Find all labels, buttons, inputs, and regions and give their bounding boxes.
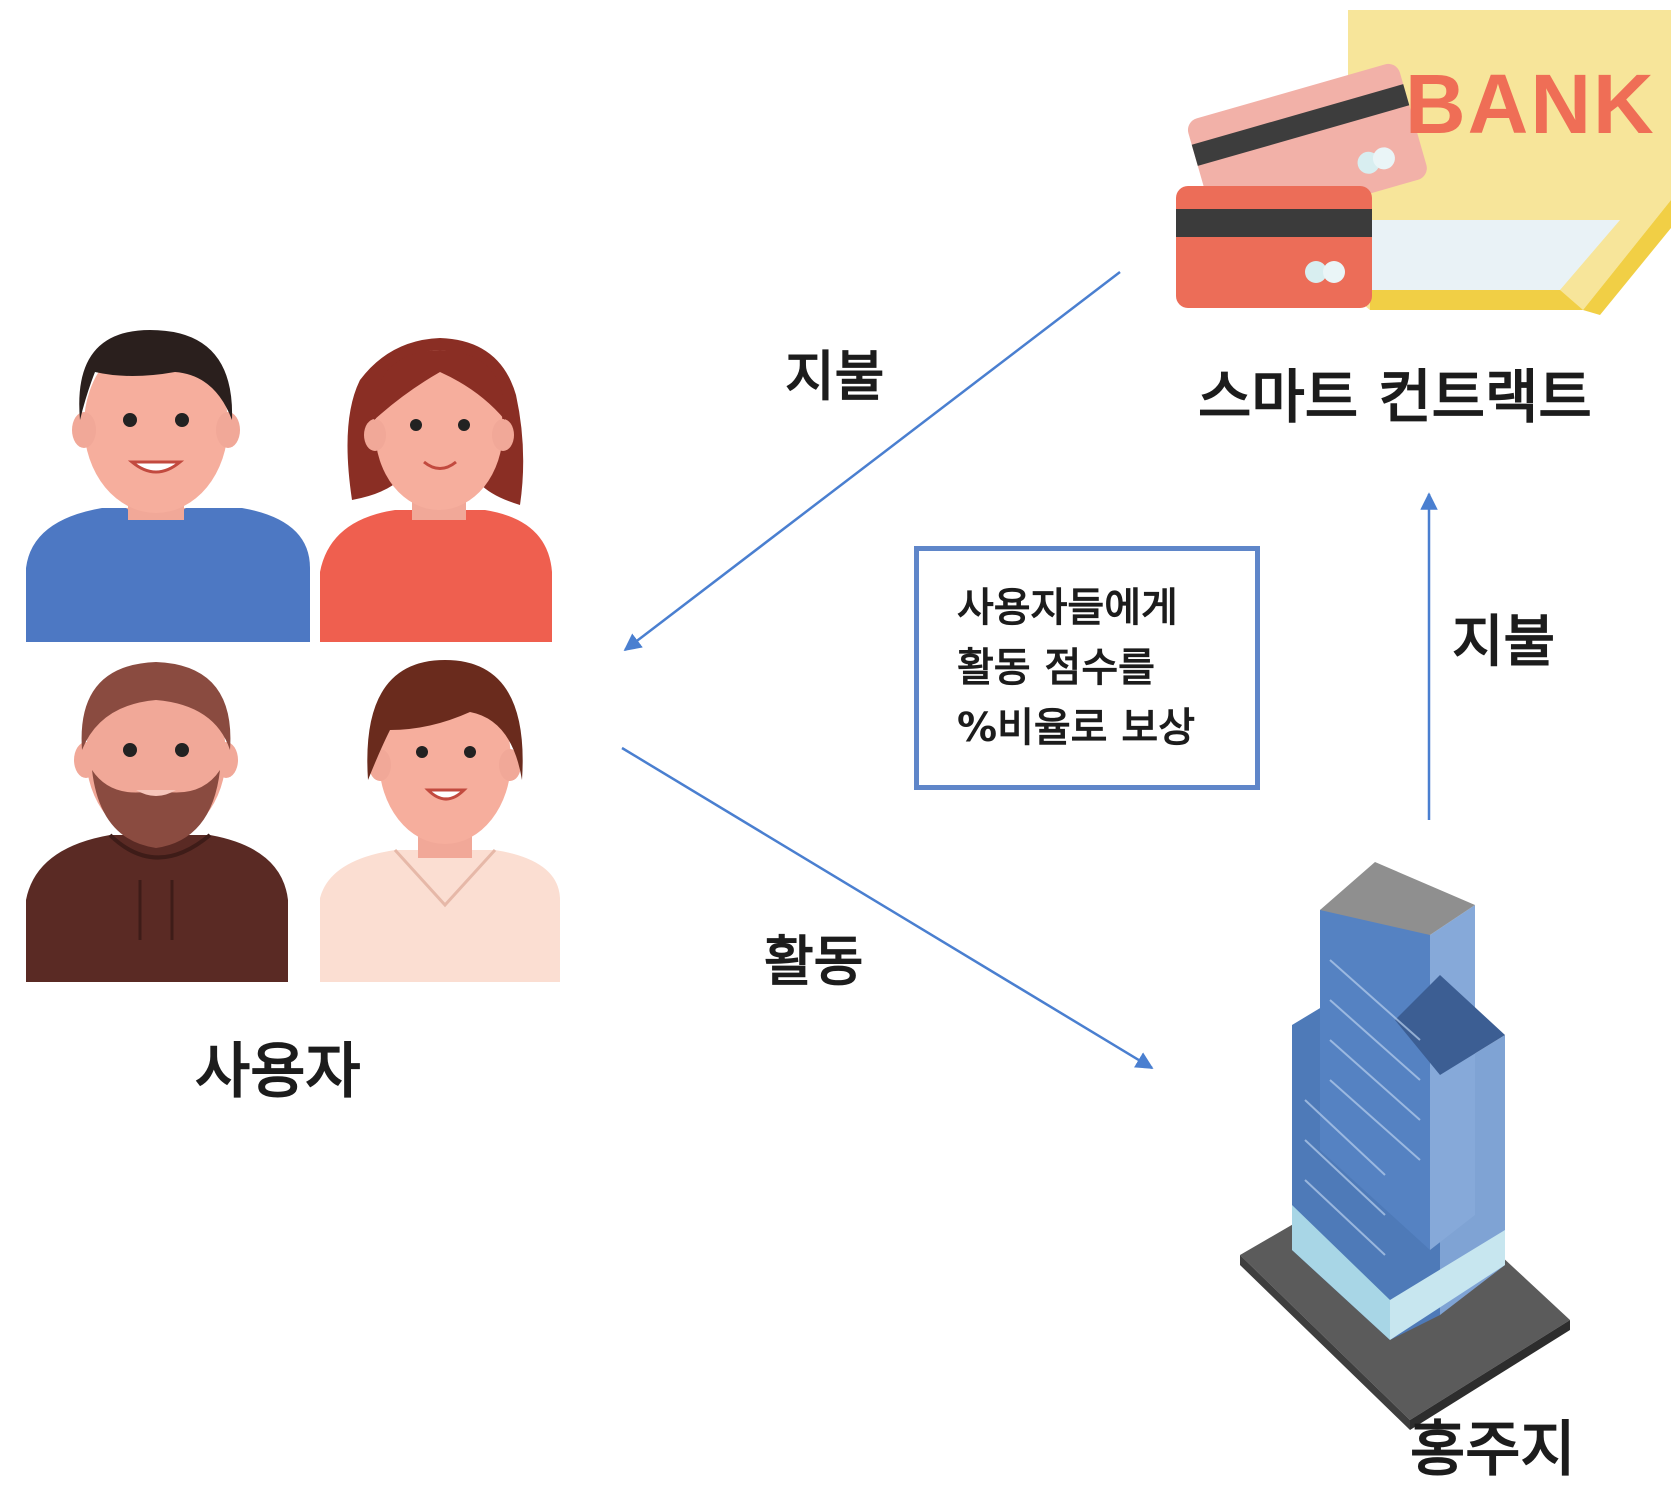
note-line: 활동 점수를 <box>957 645 1155 691</box>
payment-to-contract-label: 지불 <box>1452 610 1556 675</box>
arrow-payment-to-users <box>623 271 1121 652</box>
bank-text: BANK <box>1405 57 1656 151</box>
bearded-man-hoodie-icon <box>26 662 288 982</box>
sponsor-label: 홍주지 <box>1410 1415 1576 1485</box>
woman-red-sweater-icon <box>320 338 552 642</box>
activity-label: 활동 <box>764 930 864 993</box>
smart-contract-label: 스마트 컨트랙트 <box>1198 363 1592 431</box>
woman-pink-top-icon <box>320 660 560 982</box>
note-line: %비율로 보상 <box>957 705 1196 751</box>
note-line: 사용자들에게 <box>957 585 1178 631</box>
users-label: 사용자 <box>195 1037 361 1107</box>
reward-note-box: 사용자들에게 활동 점수를 %비율로 보상 <box>914 546 1260 790</box>
arrow-activity-to-sponsor <box>621 746 1154 1070</box>
man-blue-shirt-icon <box>26 330 310 642</box>
payment-to-users-label: 지불 <box>785 345 885 408</box>
